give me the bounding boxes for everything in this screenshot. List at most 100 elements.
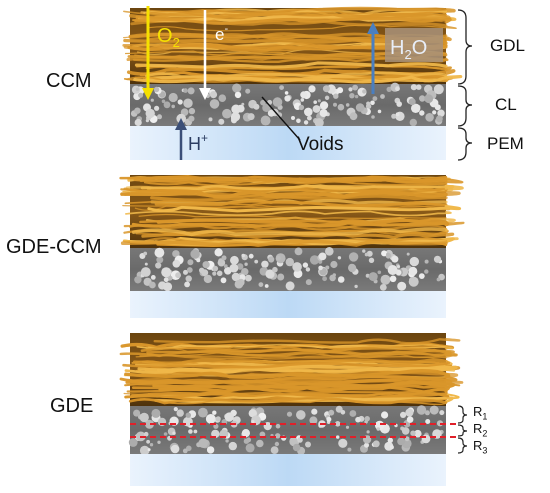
cl-particle	[294, 247, 303, 256]
cl-particle	[410, 430, 416, 436]
cl-particle	[381, 250, 388, 257]
cl-particle	[183, 98, 193, 108]
cl-particle	[229, 263, 239, 273]
cl-particle	[370, 100, 375, 106]
cl-particle	[144, 262, 148, 266]
gdl-fiber	[129, 223, 448, 231]
cl-particle	[409, 118, 417, 127]
cl-particle	[183, 88, 188, 93]
gdl-fiber	[122, 361, 451, 369]
cl-particle	[424, 269, 429, 274]
cl-particle	[251, 420, 255, 424]
cl-particle	[254, 259, 259, 264]
pem-layer	[130, 291, 446, 318]
cl-particle	[352, 84, 358, 91]
cl-particle	[241, 253, 245, 258]
cl-particle	[215, 416, 221, 422]
cl-particle	[172, 431, 176, 435]
o2-label: O2	[157, 25, 180, 50]
cl-particle	[177, 99, 183, 105]
gdl-fiber	[144, 71, 448, 80]
cl-particle	[292, 443, 301, 452]
cl-particle	[354, 94, 359, 99]
cl-particle	[396, 101, 403, 107]
cl-particle	[248, 253, 254, 259]
cl-particle	[408, 276, 419, 287]
cl-particle	[231, 272, 241, 282]
cl-particle	[128, 438, 138, 447]
cl-particle	[433, 255, 442, 263]
cl-particle	[175, 272, 182, 279]
gdl-fiber	[144, 10, 447, 17]
cl-particle	[355, 103, 365, 112]
bracket-r1	[457, 405, 468, 424]
bracket-gdl	[457, 9, 473, 85]
cl-particle	[147, 448, 151, 452]
cl-particle	[300, 98, 305, 102]
cl-particle	[258, 282, 264, 287]
cl-particle	[203, 274, 213, 284]
cl-particle	[421, 434, 431, 444]
cl-particle	[244, 262, 248, 266]
gdl-fiber	[140, 379, 448, 388]
cl-particle	[364, 416, 370, 422]
cl-particle	[272, 266, 278, 273]
cl-particle	[190, 249, 200, 259]
row-label-gde-ccm: GDE-CCM	[6, 236, 102, 258]
cl-particle	[372, 96, 378, 101]
cl-particle	[406, 252, 410, 256]
cl-particle	[300, 91, 308, 99]
cl-particle	[265, 269, 275, 279]
cl-particle	[163, 101, 171, 109]
cl-particle	[184, 281, 191, 288]
layer-label-cl: CL	[495, 95, 517, 114]
cl-particle	[397, 281, 407, 291]
cl-particle	[206, 446, 215, 454]
cl-particle	[140, 267, 151, 277]
gdl-fiber	[156, 367, 456, 374]
cl-particle	[193, 429, 198, 434]
cl-particle	[216, 270, 223, 277]
gdl-fiber	[147, 204, 462, 213]
cl-particle	[362, 89, 367, 94]
cl-particle	[335, 405, 343, 413]
cl-particle	[220, 277, 227, 284]
gdl-fiber	[143, 179, 448, 187]
cl-particle	[209, 99, 220, 109]
cl-particle	[333, 102, 337, 107]
cl-particle	[345, 103, 350, 107]
gdl-fiber	[131, 220, 448, 228]
gdl-fiber	[139, 71, 448, 79]
cl-particle	[337, 103, 345, 111]
cl-particle	[275, 423, 281, 429]
cl-particle	[389, 445, 394, 450]
cl-particle	[218, 94, 227, 102]
cl-particle	[348, 263, 356, 272]
panel-gde-ccm	[119, 174, 465, 318]
cl-particle	[230, 255, 239, 265]
cl-particle	[349, 93, 355, 99]
cl-particle	[212, 410, 217, 415]
cl-particle	[218, 258, 224, 264]
cl-particle	[395, 86, 400, 92]
cl-particle	[418, 273, 425, 279]
cl-particle	[364, 442, 369, 448]
cl-particle	[163, 432, 168, 436]
cl-particle	[272, 97, 283, 107]
cl-particle	[314, 118, 324, 128]
cl-particle	[232, 83, 242, 93]
cl-particle	[247, 113, 255, 121]
cl-particle	[145, 419, 154, 429]
gdl-fiber	[144, 237, 448, 245]
cl-particle	[222, 108, 232, 119]
cl-particle	[317, 99, 321, 103]
cl-particle	[153, 86, 160, 93]
cl-particle	[411, 103, 421, 114]
cl-particle	[186, 445, 192, 452]
cl-particle	[429, 405, 439, 415]
cl-particle	[409, 256, 419, 267]
cl-particle	[328, 409, 335, 416]
cl-particle	[307, 115, 312, 121]
cl-particle	[187, 87, 195, 95]
gdl-fiber	[148, 343, 454, 350]
